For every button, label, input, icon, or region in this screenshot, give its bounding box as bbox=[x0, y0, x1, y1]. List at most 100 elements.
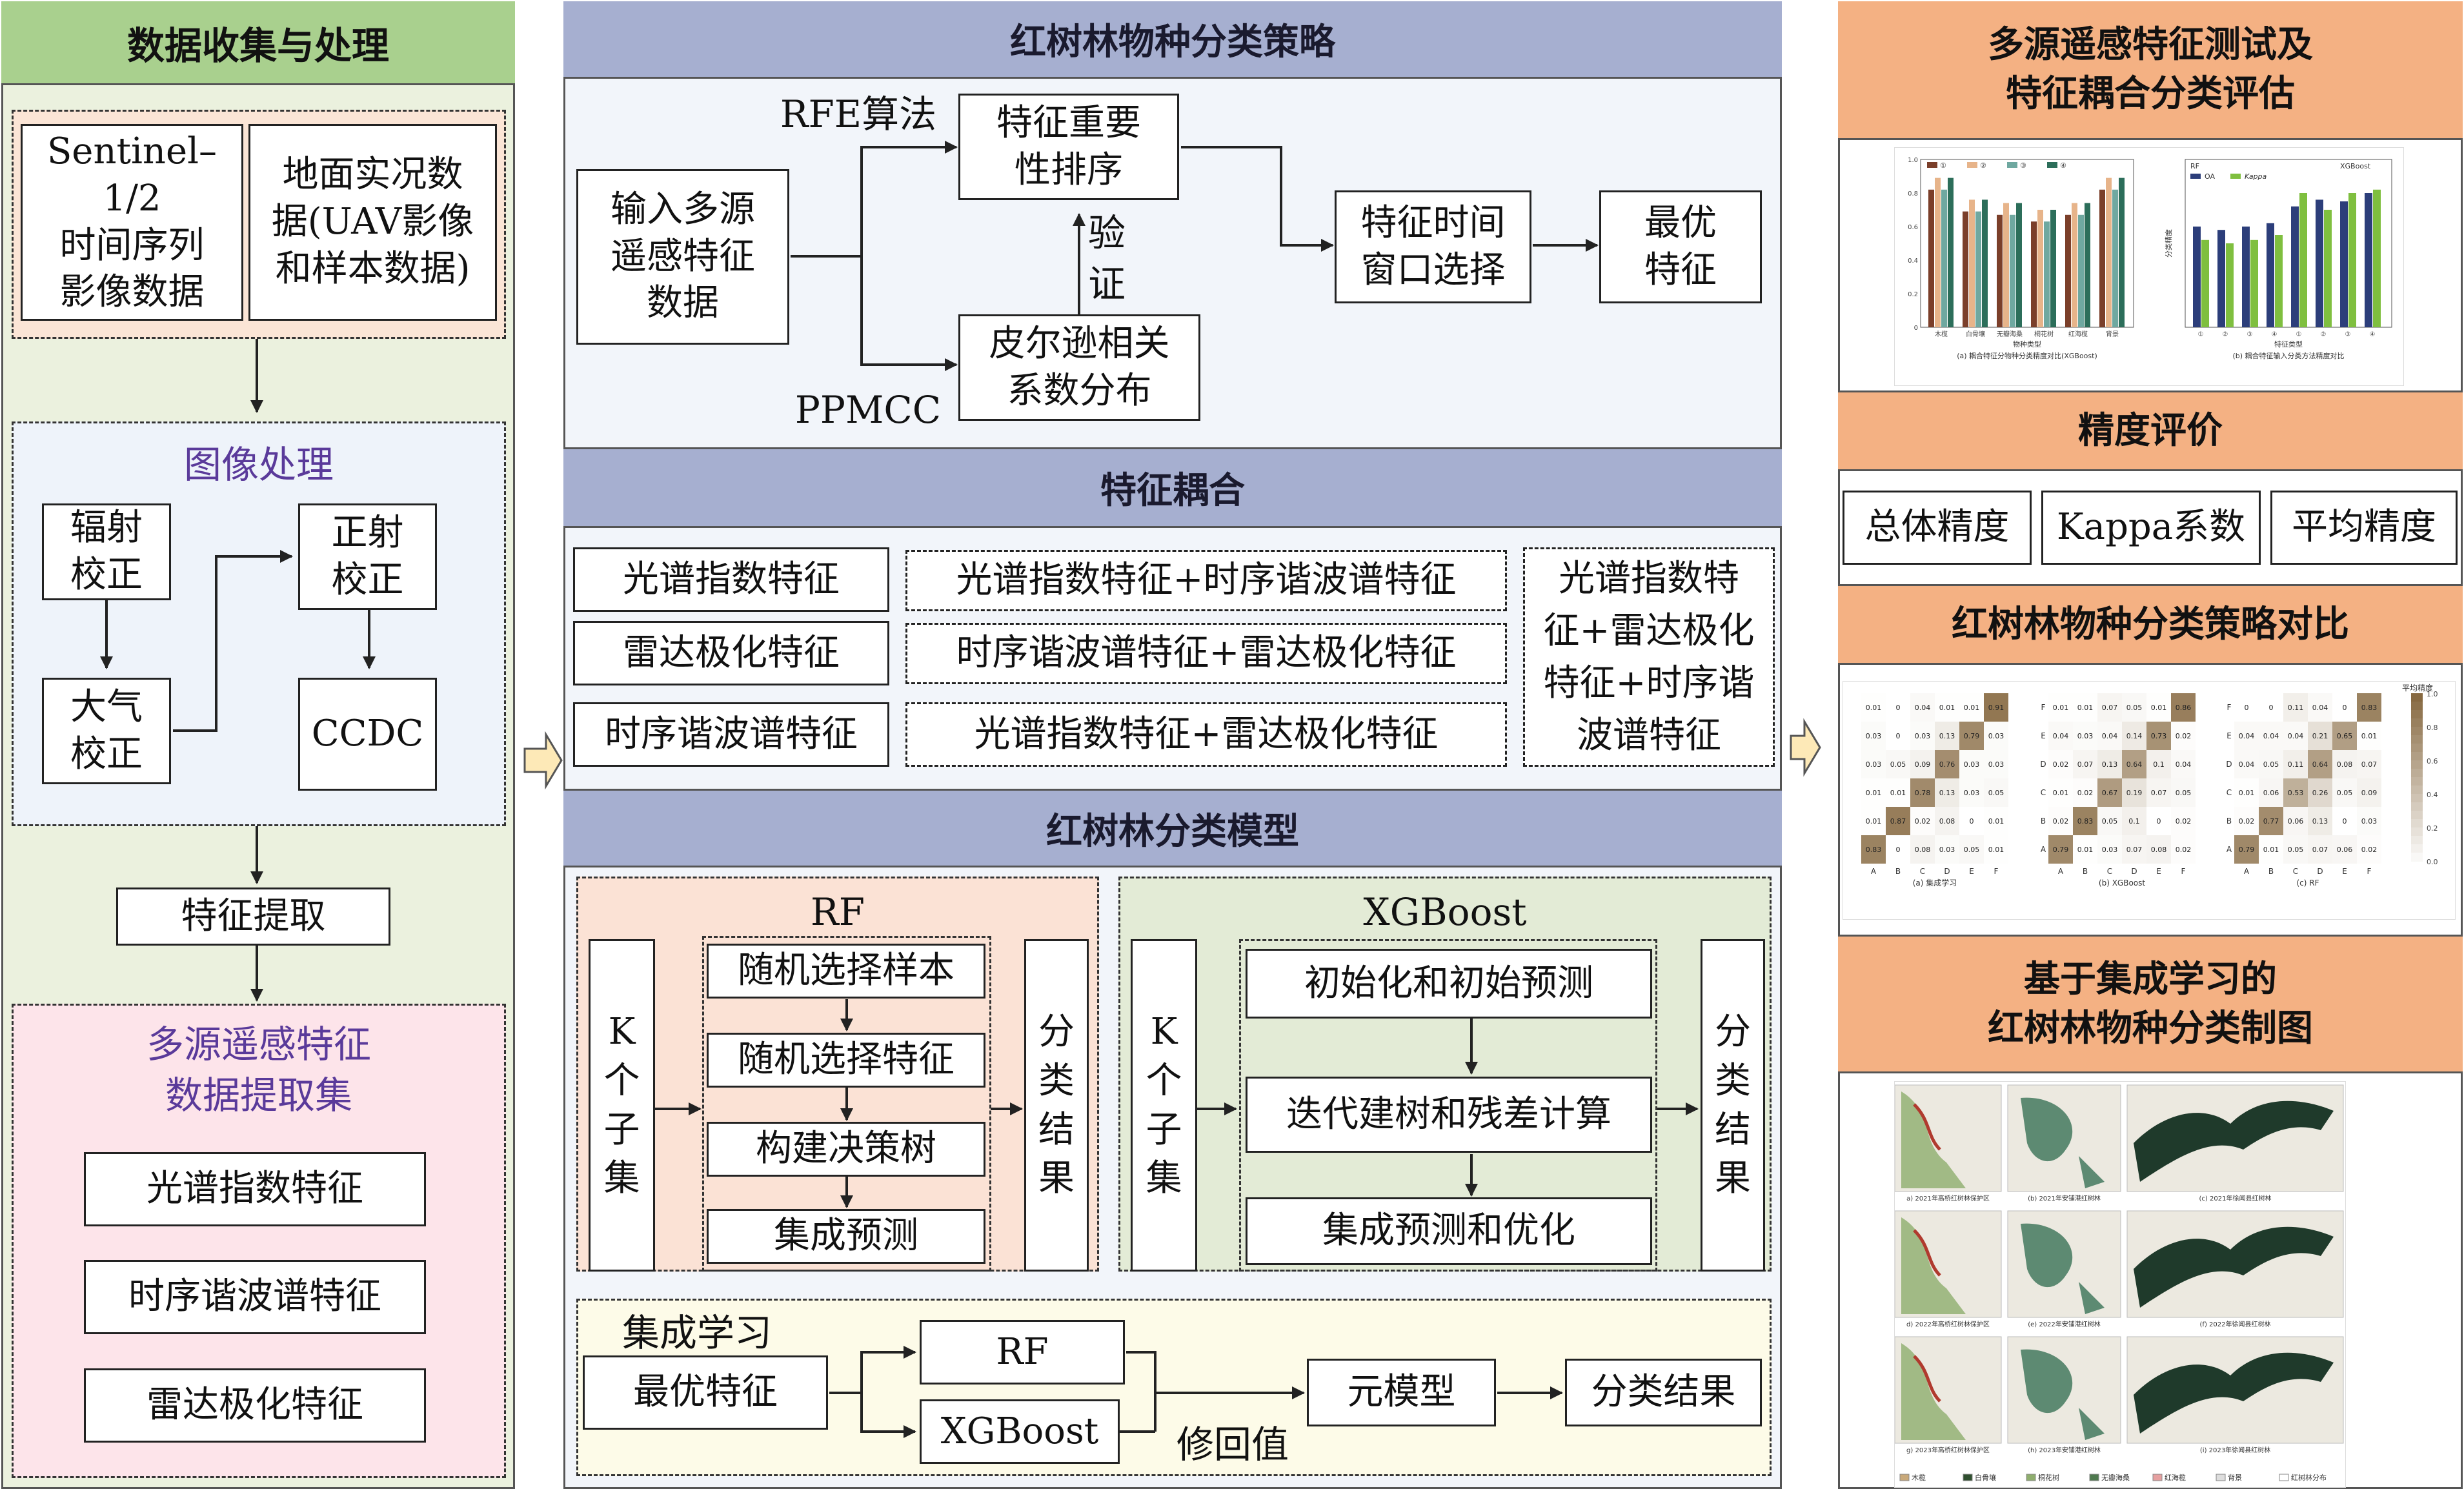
heatmap-cell bbox=[2097, 750, 2122, 778]
heatmap-cell bbox=[2357, 835, 2381, 864]
heatmap-legend-step bbox=[2411, 811, 2423, 820]
map-legend-swatch bbox=[2089, 1474, 2099, 1481]
heatmap-value: 0.04 bbox=[2176, 760, 2192, 769]
heatmap-value: 0.1 bbox=[2128, 817, 2140, 826]
right-bar-oa bbox=[2267, 223, 2274, 327]
heatmap-value: 0.01 bbox=[1964, 704, 1980, 712]
heatmap-value: 0.01 bbox=[1866, 817, 1882, 826]
right-category: ② bbox=[2223, 331, 2228, 338]
heatmap-cell bbox=[1861, 835, 1886, 864]
heatmap-col-label: A bbox=[2058, 867, 2064, 876]
heatmap-row-label: C bbox=[2227, 788, 2232, 797]
meta-model-text: 元模型 bbox=[1347, 1371, 1456, 1414]
heatmap-cell bbox=[1910, 693, 1935, 722]
heatmap-value: 0.03 bbox=[2102, 846, 2118, 854]
map-header-text: 基于集成学习的 红树林物种分类制图 bbox=[1988, 958, 2313, 1050]
left-bar bbox=[1928, 189, 1934, 327]
heatmap-cell bbox=[1910, 722, 1935, 750]
heatmap-col-label: C bbox=[2293, 867, 2298, 876]
heatmap-value: 0.79 bbox=[2239, 846, 2255, 854]
feature-extraction-box: 特征提取 bbox=[116, 888, 390, 946]
rf-step-predict-text: 集成预测 bbox=[774, 1215, 918, 1257]
heatmap-value: 0.01 bbox=[1866, 704, 1882, 712]
right-bar-kappa bbox=[2324, 210, 2332, 327]
heatmap-cell bbox=[2073, 722, 2097, 750]
heatmap-legend-step bbox=[2411, 735, 2423, 744]
heatmap-cell bbox=[2234, 693, 2259, 722]
metric-overall: 总体精度 bbox=[1843, 491, 2032, 565]
heatmap-cell bbox=[1910, 807, 1935, 835]
right-legend-rf: RF bbox=[2190, 162, 2199, 170]
rf-step-sample-text: 随机选择样本 bbox=[738, 949, 954, 992]
right-bar-kappa bbox=[2299, 193, 2307, 327]
heatmap-value: 0.01 bbox=[1890, 789, 1906, 797]
heatmap-row-label: E bbox=[2227, 731, 2232, 740]
left-xlabel: 物种类型 bbox=[2013, 340, 2041, 349]
sentinel-text: Sentinel–1/2 时间序列 影像数据 bbox=[46, 130, 217, 314]
importance-ranking-box: 特征重要 性排序 bbox=[958, 94, 1179, 200]
map-legend-swatch bbox=[2216, 1474, 2226, 1481]
ensemble-title: 集成学习 bbox=[621, 1311, 772, 1355]
heatmap-cell bbox=[1886, 835, 1910, 864]
heatmap-cell bbox=[2308, 750, 2332, 778]
heatmap-value: 0.03 bbox=[1964, 789, 1980, 797]
heatmap-value: 0.02 bbox=[2077, 789, 2094, 797]
map-legend-swatch bbox=[1963, 1474, 1973, 1481]
heatmap-value: 0.03 bbox=[1988, 760, 2005, 769]
input-features-box: 输入多源 遥感特征 数据 bbox=[576, 169, 789, 345]
left-bar bbox=[2106, 178, 2112, 327]
time-window-text: 特征时间 窗口选择 bbox=[1360, 201, 1506, 291]
heatmap-value: 0.79 bbox=[2053, 846, 2069, 854]
single-feature-harmonic-text: 时序谐波谱特征 bbox=[605, 713, 858, 755]
heatmap-value: 0.01 bbox=[1988, 846, 2005, 854]
left-bar bbox=[2112, 189, 2118, 327]
left-legend-swatch bbox=[1927, 162, 1937, 168]
left-bar bbox=[2031, 221, 2037, 327]
left-chart-tick: 0.6 bbox=[1908, 224, 1918, 231]
xgb-result-text: 分 类 结 果 bbox=[1715, 1011, 1751, 1200]
ensemble-xgb-box: XGBoost bbox=[920, 1399, 1120, 1464]
heatmap-value: 0.08 bbox=[1915, 846, 1931, 854]
heatmap-value: 0.83 bbox=[1866, 846, 1882, 854]
left-bar bbox=[2016, 203, 2022, 327]
heatmap-legend-step bbox=[2411, 844, 2423, 853]
left-legend-swatch bbox=[2047, 162, 2057, 168]
left-bar bbox=[2044, 221, 2050, 327]
single-feature-harmonic: 时序谐波谱特征 bbox=[573, 702, 889, 767]
model-header: 红树林分类模型 bbox=[563, 789, 1782, 867]
heatmap-value: 0.26 bbox=[2312, 789, 2328, 797]
heatmap-cell bbox=[1984, 778, 2008, 807]
heatmap-cell bbox=[2146, 835, 2171, 864]
xgb-step-optimize: 集成预测和优化 bbox=[1246, 1197, 1652, 1265]
heatmap-value: 0 bbox=[2343, 817, 2347, 826]
metric-kappa-text: Kappa系数 bbox=[2056, 506, 2246, 549]
heatmap-cell bbox=[2234, 835, 2259, 864]
left-category: 背景 bbox=[2106, 330, 2119, 338]
heatmap-cell bbox=[2357, 722, 2381, 750]
right-bar-oa bbox=[2365, 193, 2372, 327]
heatmap-cell bbox=[2048, 835, 2073, 864]
rf-step-feature: 随机选择特征 bbox=[707, 1033, 985, 1088]
heatmap-legend-step bbox=[2411, 727, 2423, 736]
heatmap-cell bbox=[2234, 807, 2259, 835]
heatmap-value: 0.05 bbox=[2337, 789, 2353, 797]
heatmap-cell bbox=[2146, 807, 2171, 835]
heatmap-row-label: C bbox=[2041, 788, 2046, 797]
heatmap-value: 0.03 bbox=[1939, 846, 1955, 854]
heatmap-legend-step bbox=[2411, 693, 2423, 702]
heatmap-cell bbox=[2283, 693, 2308, 722]
heatmap-cell bbox=[2259, 778, 2283, 807]
heatmap-cell bbox=[1959, 750, 1984, 778]
pair-harmonic-radar: 时序谐波谱特征+雷达极化特征 bbox=[905, 623, 1507, 684]
map-legend-label: 红海榄 bbox=[2165, 1473, 2186, 1482]
right-legend-kappa: Kappa bbox=[2245, 172, 2267, 181]
map-caption: g) 2023年高桥红树林保护区 bbox=[1906, 1446, 1990, 1454]
heatmap-value: 0.07 bbox=[2312, 846, 2328, 854]
right-legend-oa: OA bbox=[2205, 172, 2215, 181]
atmospheric-text: 大气 校正 bbox=[70, 685, 143, 775]
dataset-feature-radar: 雷达极化特征 bbox=[84, 1368, 426, 1443]
heatmap-value: 0.01 bbox=[2077, 846, 2094, 854]
right-bar-kappa bbox=[2226, 243, 2234, 327]
heatmap-cell bbox=[2259, 693, 2283, 722]
